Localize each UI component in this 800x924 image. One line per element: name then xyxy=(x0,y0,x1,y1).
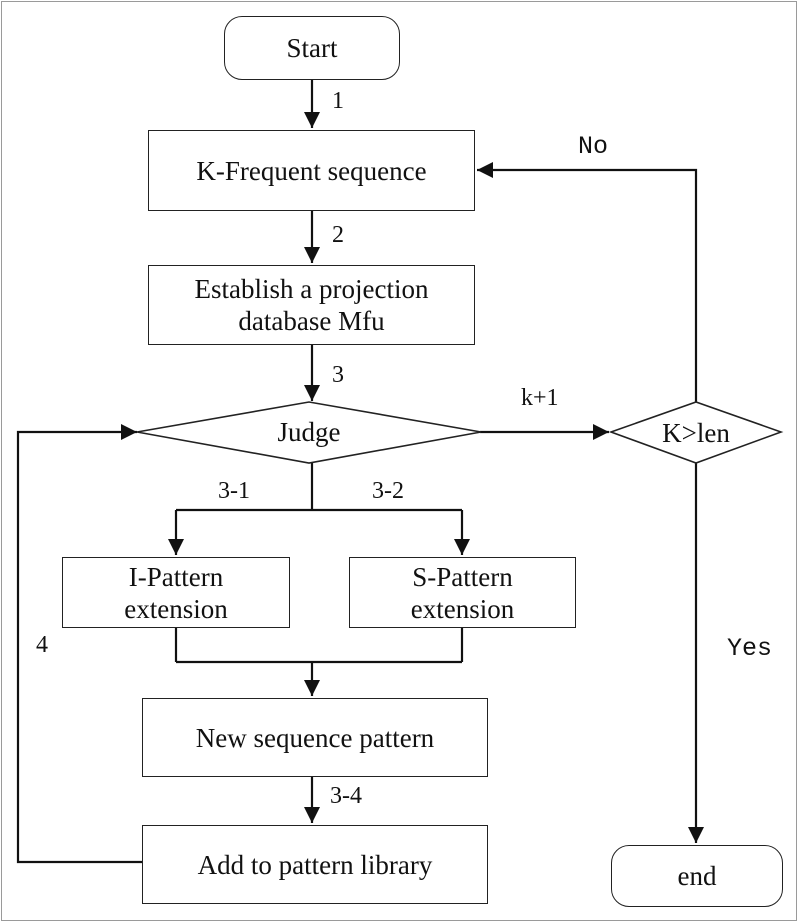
edge-label-k-plus-1: k+1 xyxy=(521,385,559,411)
new-sequence-label: New sequence pattern xyxy=(195,722,435,753)
judge-diamond xyxy=(136,401,482,464)
s-pattern-label-line1: S-Pattern xyxy=(412,561,513,592)
klen-diamond xyxy=(608,401,784,464)
k-frequent-sequence-box: K-Frequent sequence xyxy=(148,130,475,211)
edge-library-loop-to-judge xyxy=(16,424,142,864)
klen-label-wrap: K>len xyxy=(626,414,766,452)
end-terminal: end xyxy=(611,845,783,907)
start-terminal: Start xyxy=(224,16,400,80)
i-pattern-label-line1: I-Pattern xyxy=(128,561,224,592)
judge-label-wrap: Judge xyxy=(209,412,409,452)
edge-label-2: 2 xyxy=(332,222,344,248)
i-pattern-label-line2: extension xyxy=(124,593,228,624)
edge-klen-no-to-kfrequent xyxy=(477,162,698,402)
new-sequence-pattern-box: New sequence pattern xyxy=(142,698,488,777)
edge-label-yes: Yes xyxy=(727,634,773,663)
projection-database-box: Establish a projection database Mfu xyxy=(148,265,475,345)
projection-label-line1: Establish a projection xyxy=(194,274,429,304)
klen-label: K>len xyxy=(662,417,730,448)
add-to-pattern-library-box: Add to pattern library xyxy=(142,825,488,904)
edge-label-3-4: 3-4 xyxy=(330,783,362,809)
s-pattern-extension-box: S-Pattern extension xyxy=(349,557,576,628)
end-label: end xyxy=(677,861,717,891)
edge-label-4: 4 xyxy=(36,632,48,658)
edge-label-1: 1 xyxy=(332,88,344,114)
k-frequent-label: K-Frequent sequence xyxy=(196,155,427,186)
edge-label-no: No xyxy=(578,132,609,161)
judge-label: Judge xyxy=(277,416,341,447)
edge-label-3-1: 3-1 xyxy=(218,478,250,504)
s-pattern-label-line2: extension xyxy=(410,593,515,624)
edge-label-3-2: 3-2 xyxy=(372,478,404,504)
edge-label-3: 3 xyxy=(332,362,344,388)
projection-label-line2: database Mfu xyxy=(238,306,385,336)
start-label: Start xyxy=(286,33,338,63)
i-pattern-extension-box: I-Pattern extension xyxy=(62,557,290,628)
add-library-label: Add to pattern library xyxy=(197,849,433,880)
